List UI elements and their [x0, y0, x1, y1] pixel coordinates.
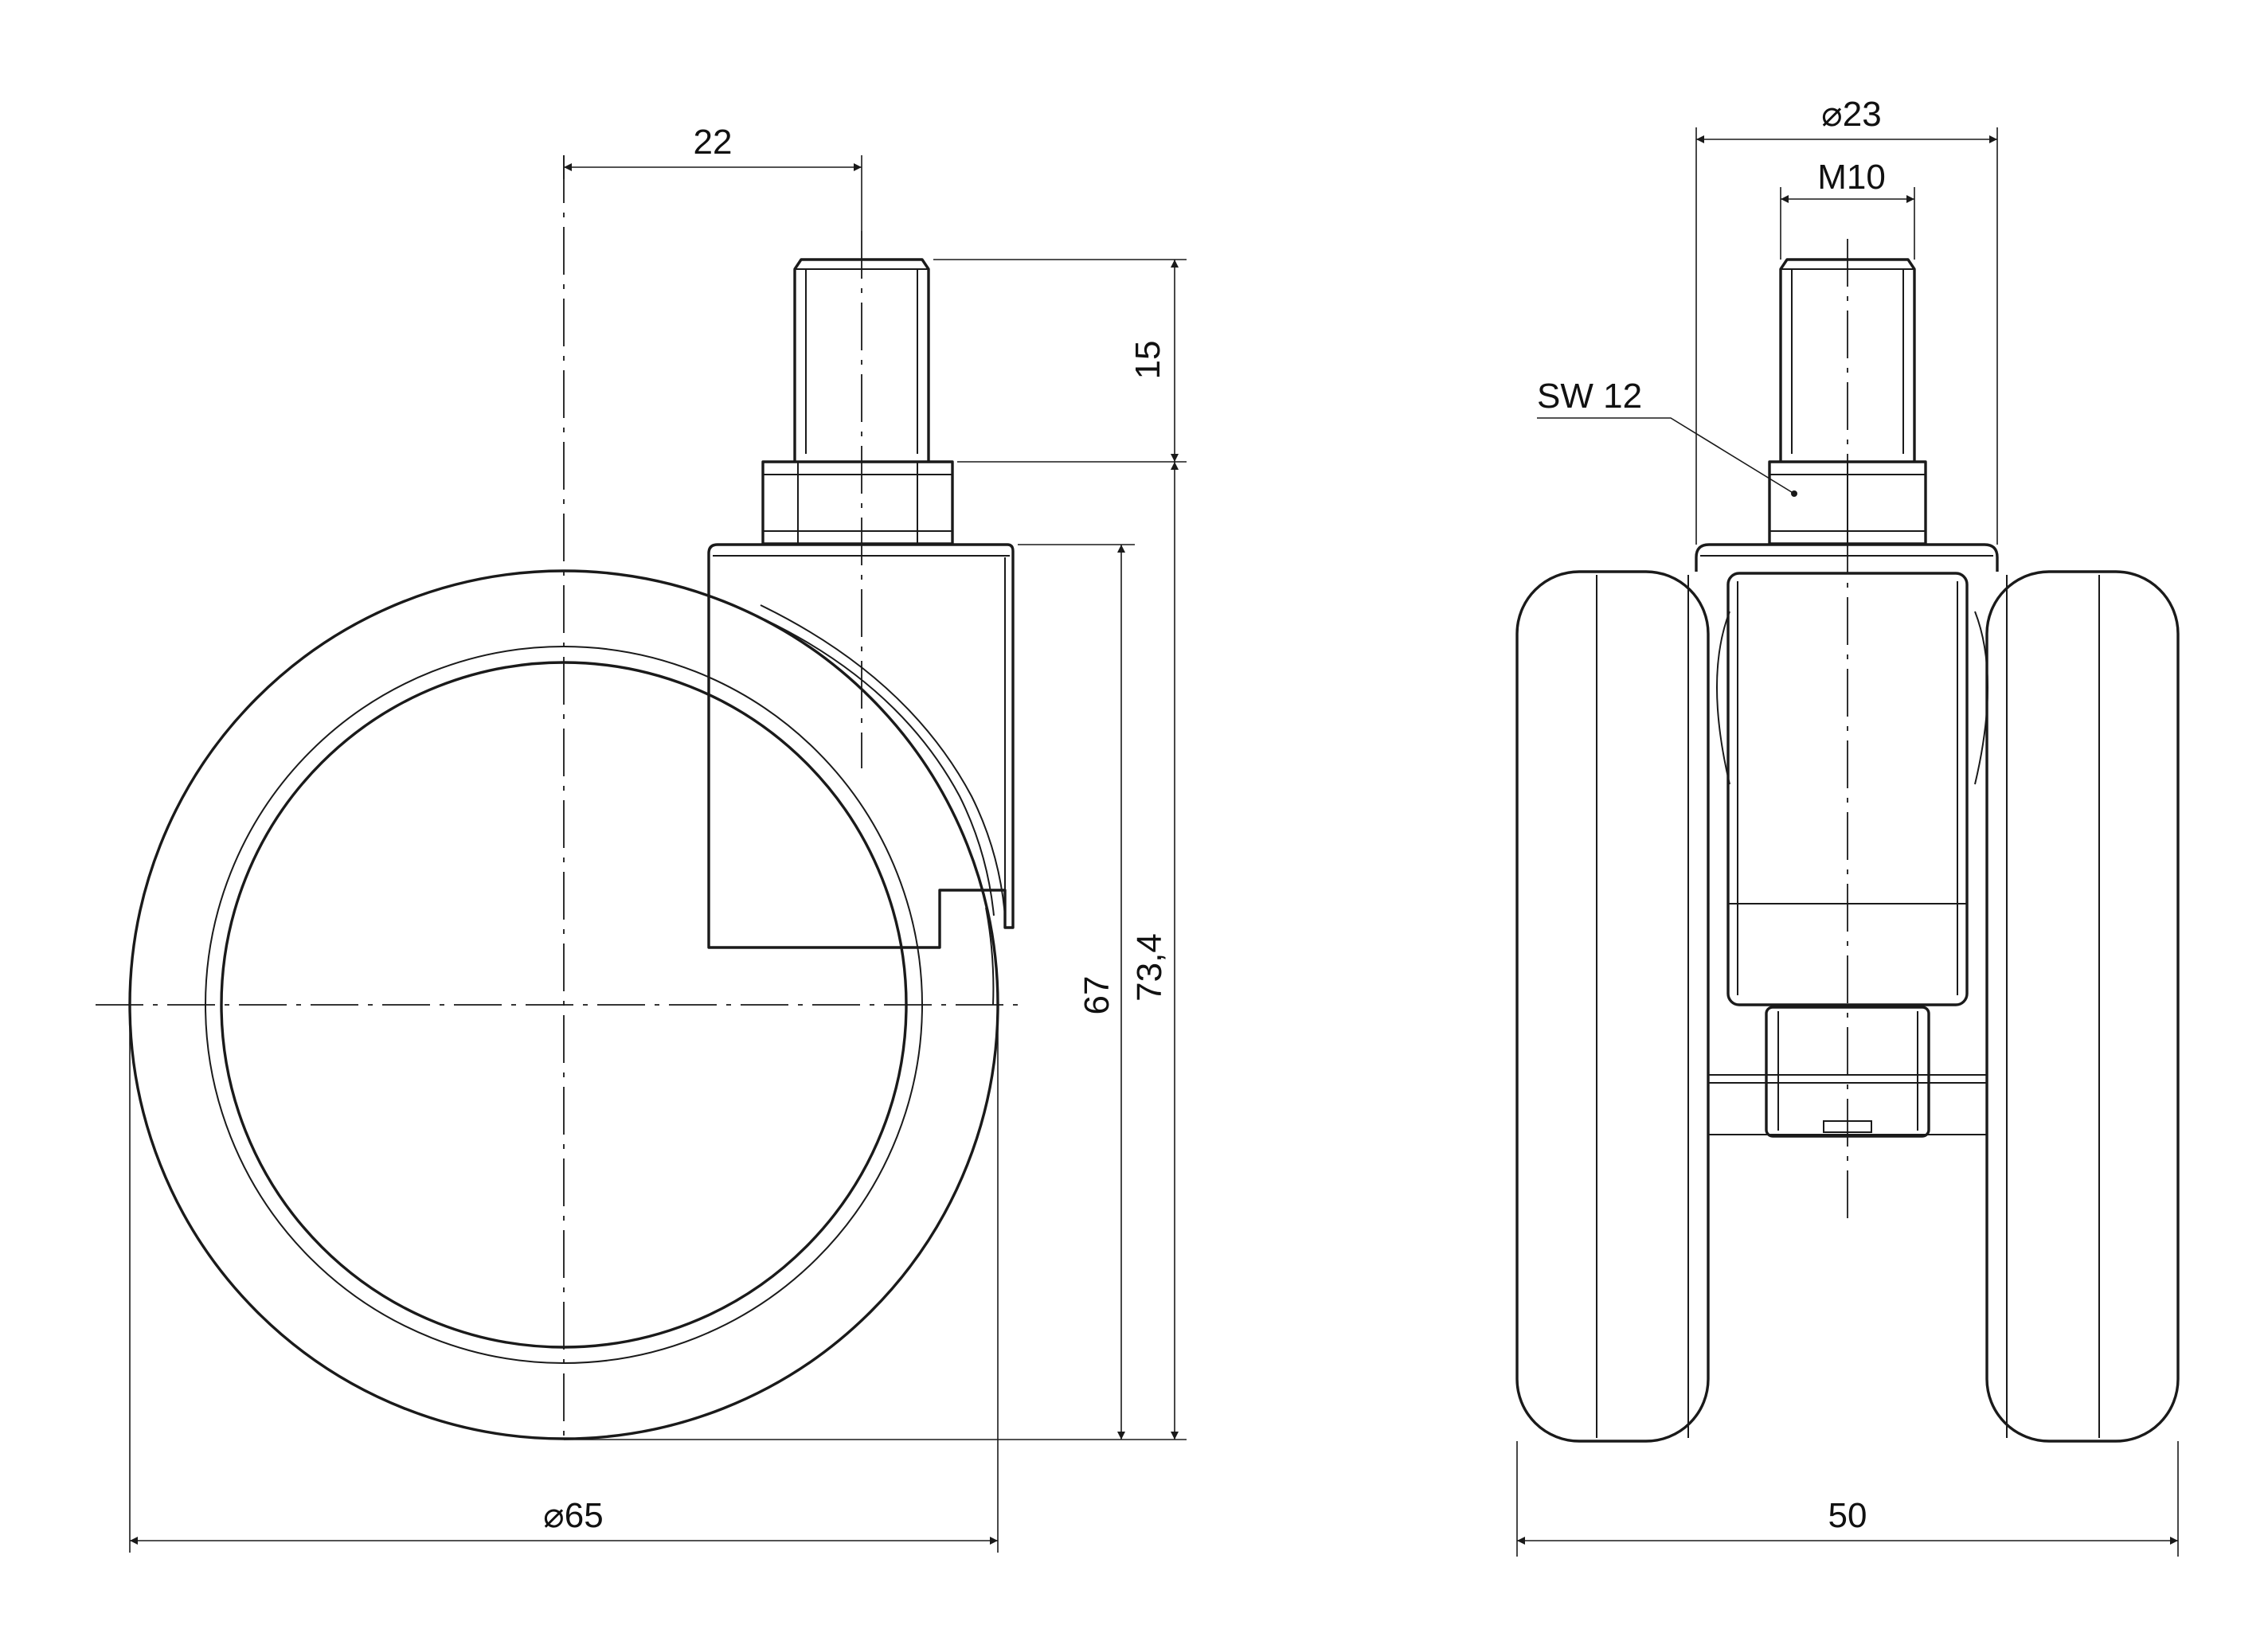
housing-guard-curve-inner: [764, 619, 995, 916]
hex-nut-body: [761, 460, 954, 545]
side-hex-nut: [761, 460, 954, 545]
wheel-hub-outer-circle: [205, 646, 923, 1364]
front-housing-top-plate: [1695, 543, 1999, 572]
side-housing: [707, 543, 1015, 949]
dim-wheel-diameter-label: ⌀65: [543, 1496, 603, 1535]
front-housing: [1695, 543, 1999, 1006]
front-housing-body: [1726, 572, 1969, 1006]
dim-thread-label: M10: [1817, 158, 1886, 197]
dim-offset: 22: [563, 123, 862, 231]
housing-guard-curve-outer: [760, 604, 1006, 916]
dim-stem-length: 15: [933, 259, 1187, 463]
dim-collar-diameter: ⌀23: [1695, 95, 1998, 545]
dim-total-height: 73,4: [1130, 462, 1179, 1440]
wrench-size-callout: SW 12: [1537, 377, 1795, 494]
side-threaded-stem: [793, 258, 930, 462]
dim-height: 67: [564, 544, 1187, 1440]
front-housing-left-bulge: [1716, 611, 1730, 785]
front-axle: [1708, 1006, 1987, 1138]
side-view: 22 15 67 73,4 ⌀65: [96, 123, 1187, 1553]
wheel-hub-inner-circle: [220, 661, 908, 1349]
front-hex-nut: [1768, 460, 1927, 545]
dim-width-label: 50: [1828, 1496, 1867, 1535]
dim-total-height-label: 73,4: [1130, 933, 1169, 1002]
front-stem-body: [1779, 258, 1916, 462]
wrench-size-leader: [1537, 417, 1795, 494]
housing-body: [707, 543, 1015, 949]
dim-width: 50: [1516, 1441, 2179, 1557]
dim-thread: M10: [1780, 158, 1915, 260]
dim-offset-label: 22: [694, 123, 733, 162]
front-lower-hub: [1765, 1006, 1930, 1138]
front-right-wheel: [1985, 570, 2180, 1443]
left-wheel-body: [1515, 570, 1710, 1443]
front-left-wheel: [1515, 570, 1710, 1443]
wrench-size-label: SW 12: [1537, 377, 1642, 416]
right-wheel-body: [1985, 570, 2180, 1443]
stem-body: [793, 258, 930, 462]
dim-stem-length-label: 15: [1128, 341, 1167, 380]
dim-wheel-diameter: ⌀65: [129, 1005, 999, 1553]
front-view: ⌀23 M10 SW 12 50: [1515, 95, 2180, 1557]
front-housing-right-bulge: [1974, 611, 1988, 785]
wheel-tread-arc: [985, 907, 995, 1006]
front-threaded-stem: [1779, 258, 1916, 462]
dim-collar-diameter-label: ⌀23: [1821, 95, 1881, 134]
front-hub-slot: [1823, 1120, 1872, 1133]
dim-height-label: 67: [1077, 976, 1116, 1015]
